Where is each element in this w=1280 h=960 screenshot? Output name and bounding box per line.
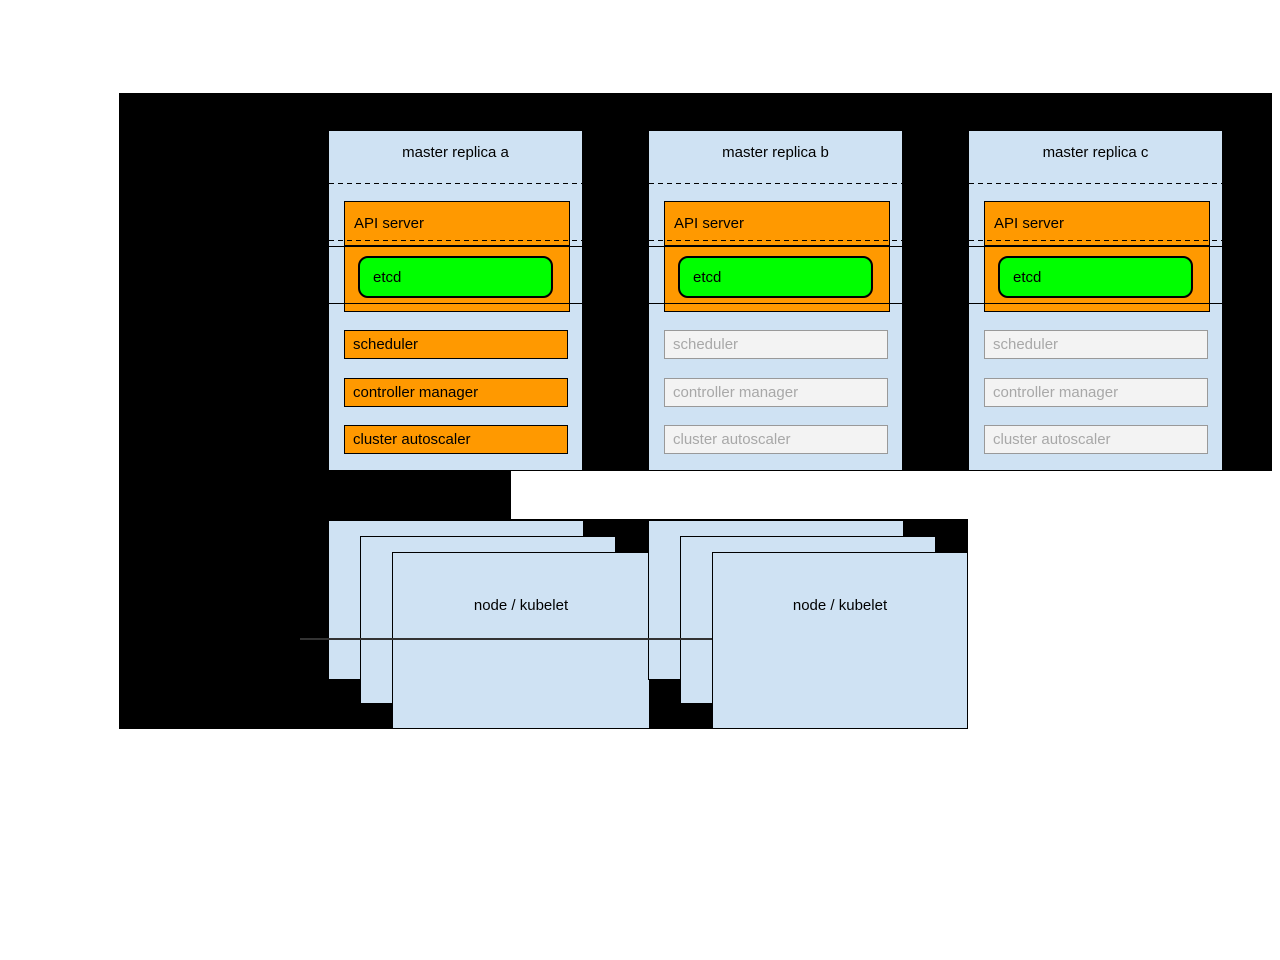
- scheduler-box: scheduler: [344, 330, 568, 359]
- api-server-box: API server: [984, 201, 1210, 246]
- replica-title: master replica a: [402, 144, 509, 161]
- etcd-box: etcd: [678, 256, 873, 298]
- node-box-front: node / kubelet: [392, 552, 650, 729]
- dashed-divider: [329, 183, 582, 184]
- api-server-box: API server: [664, 201, 890, 246]
- node-divider-line: [300, 638, 712, 640]
- dashed-divider: [969, 183, 1222, 184]
- cluster-autoscaler-box: cluster autoscaler: [344, 425, 568, 454]
- master-replica-a-panel: master replica a API server etcd schedul…: [328, 130, 583, 471]
- solid-divider: [969, 246, 1222, 247]
- dashed-divider: [329, 240, 582, 241]
- master-replica-c-panel: master replica c API server etcd schedul…: [968, 130, 1223, 471]
- controller-manager-box: controller manager: [664, 378, 888, 407]
- cluster-autoscaler-box: cluster autoscaler: [664, 425, 888, 454]
- solid-divider: [329, 303, 582, 304]
- dashed-divider: [969, 240, 1222, 241]
- node-kubelet-label: node / kubelet: [792, 597, 888, 614]
- cluster-autoscaler-box: cluster autoscaler: [984, 425, 1208, 454]
- solid-divider: [969, 303, 1222, 304]
- node-box-front: node / kubelet: [712, 552, 968, 729]
- dashed-divider: [649, 183, 902, 184]
- etcd-box: etcd: [998, 256, 1193, 298]
- node-kubelet-label: node / kubelet: [473, 597, 569, 614]
- solid-divider: [649, 246, 902, 247]
- etcd-container-box: etcd: [984, 246, 1210, 312]
- controller-manager-box: controller manager: [344, 378, 568, 407]
- etcd-container-box: etcd: [664, 246, 890, 312]
- etcd-container-box: etcd: [344, 246, 570, 312]
- etcd-box: etcd: [358, 256, 553, 298]
- replica-title: master replica c: [1042, 144, 1149, 161]
- replica-title: master replica b: [722, 144, 829, 161]
- scheduler-box: scheduler: [984, 330, 1208, 359]
- dashed-divider: [649, 240, 902, 241]
- api-server-box: API server: [344, 201, 570, 246]
- controller-manager-box: controller manager: [984, 378, 1208, 407]
- master-replica-b-panel: master replica b API server etcd schedul…: [648, 130, 903, 471]
- scheduler-box: scheduler: [664, 330, 888, 359]
- solid-divider: [329, 246, 582, 247]
- solid-divider: [649, 303, 902, 304]
